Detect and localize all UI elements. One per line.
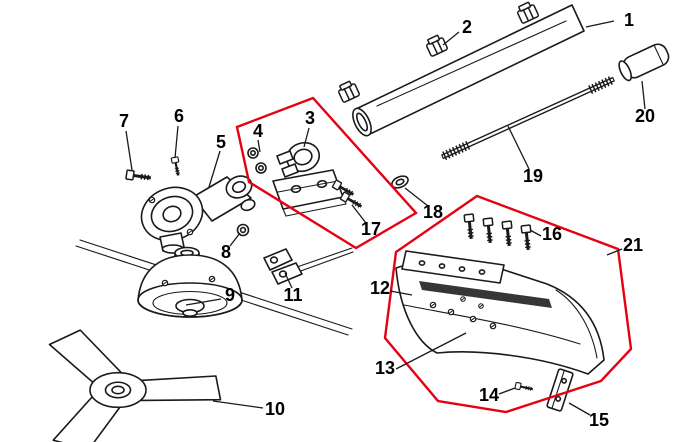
part-label-17: 17 bbox=[361, 219, 381, 239]
part-label-6: 6 bbox=[174, 106, 184, 126]
part-label-11: 11 bbox=[283, 285, 302, 305]
part-label-10: 10 bbox=[265, 399, 285, 419]
part-12-guard-mount-strip bbox=[401, 250, 505, 284]
leader-line-1 bbox=[585, 20, 615, 28]
part-label-18: 18 bbox=[423, 202, 443, 222]
part-labels: 1 2 3 4 5 6 7 8 9 10 11 12 13 14 15 16 1… bbox=[119, 10, 655, 430]
part-10-three-tooth-blade bbox=[47, 329, 222, 442]
leader-line-21 bbox=[606, 248, 623, 256]
part-label-9: 9 bbox=[225, 285, 235, 305]
part-label-12: 12 bbox=[370, 278, 390, 298]
leader-line-8 bbox=[229, 232, 241, 247]
part-label-2: 2 bbox=[462, 17, 472, 37]
leader-line-10 bbox=[212, 400, 264, 409]
leader-line-7 bbox=[125, 130, 133, 171]
part-8-nut bbox=[236, 223, 250, 237]
leader-line-12 bbox=[389, 290, 413, 296]
leader-line-19 bbox=[507, 125, 530, 170]
part-19-drive-shaft bbox=[440, 75, 616, 161]
part-label-19: 19 bbox=[523, 166, 543, 186]
part-20-grip-cap bbox=[618, 43, 670, 82]
leader-line-9 bbox=[185, 298, 222, 306]
part-1-outer-tube bbox=[352, 4, 585, 137]
highlight-outline-guard-group bbox=[383, 194, 633, 414]
leader-line-15 bbox=[568, 402, 591, 416]
part-label-4: 4 bbox=[253, 121, 263, 141]
part-label-1: 1 bbox=[624, 10, 634, 30]
part-label-14: 14 bbox=[479, 385, 499, 405]
part-label-16: 16 bbox=[542, 224, 562, 244]
part-11-bracket bbox=[263, 247, 354, 285]
leader-line-13 bbox=[395, 332, 467, 370]
part-label-20: 20 bbox=[635, 106, 655, 126]
leader-line-20 bbox=[641, 80, 646, 110]
part-13-guard-shield bbox=[395, 259, 605, 375]
highlight-outline-clamp-group bbox=[235, 96, 418, 250]
part-3-clamp-bracket bbox=[272, 141, 347, 217]
part-label-21: 21 bbox=[623, 235, 643, 255]
leader-line-17 bbox=[351, 204, 367, 224]
part-label-15: 15 bbox=[589, 410, 609, 430]
part-5-gear-head bbox=[140, 175, 256, 254]
leader-line-14 bbox=[498, 387, 516, 395]
leader-line-18 bbox=[404, 187, 429, 207]
part-label-7: 7 bbox=[119, 111, 129, 131]
leader-line-6 bbox=[174, 125, 179, 159]
part-label-3: 3 bbox=[305, 108, 315, 128]
leader-line-16 bbox=[529, 229, 542, 237]
part-label-5: 5 bbox=[216, 132, 226, 152]
leader-line-2 bbox=[442, 31, 460, 46]
leader-lines bbox=[125, 20, 646, 416]
part-9-blade-holder-cup bbox=[137, 246, 243, 318]
part-label-13: 13 bbox=[375, 358, 395, 378]
leader-line-11 bbox=[284, 272, 293, 289]
leader-line-5 bbox=[208, 150, 221, 188]
part-18-washer bbox=[391, 175, 409, 189]
part-4-nuts bbox=[247, 147, 267, 174]
leader-line-3 bbox=[303, 127, 310, 148]
leader-line-4 bbox=[257, 139, 261, 153]
part-label-8: 8 bbox=[221, 242, 231, 262]
